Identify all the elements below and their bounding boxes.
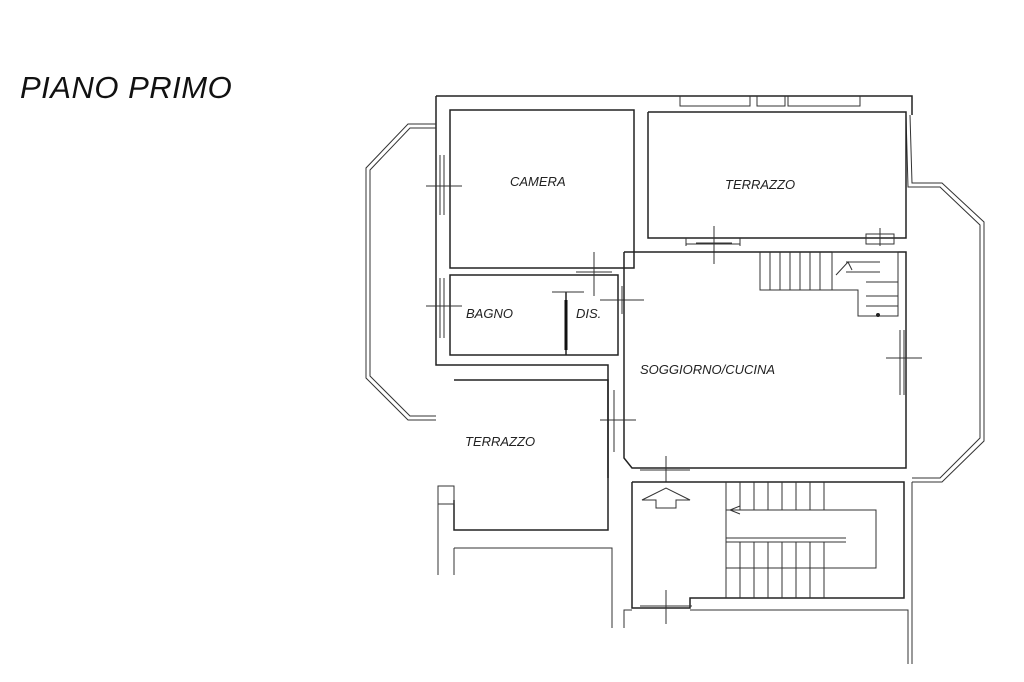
- terrazzo-bottom-area: [437, 379, 613, 628]
- stairwell: [623, 481, 913, 664]
- soggiorno-room: [600, 251, 922, 482]
- floor-title: PIANO PRIMO: [20, 70, 233, 105]
- camera-room: [426, 109, 635, 269]
- terrazzo-top-area: [647, 111, 907, 264]
- terrazzo-top-label: TERRAZZO: [725, 177, 795, 192]
- bagno-dis-rooms: [426, 252, 644, 356]
- left-bay-window: [365, 123, 436, 421]
- camera-label: CAMERA: [510, 174, 566, 189]
- outer-walls: [435, 95, 913, 478]
- dis-label: DIS.: [576, 306, 601, 321]
- right-bay-window: [905, 114, 985, 483]
- soggiorno-label: SOGGIORNO/CUCINA: [640, 362, 775, 377]
- bagno-label: BAGNO: [466, 306, 513, 321]
- terrazzo-bottom-label: TERRAZZO: [465, 434, 535, 449]
